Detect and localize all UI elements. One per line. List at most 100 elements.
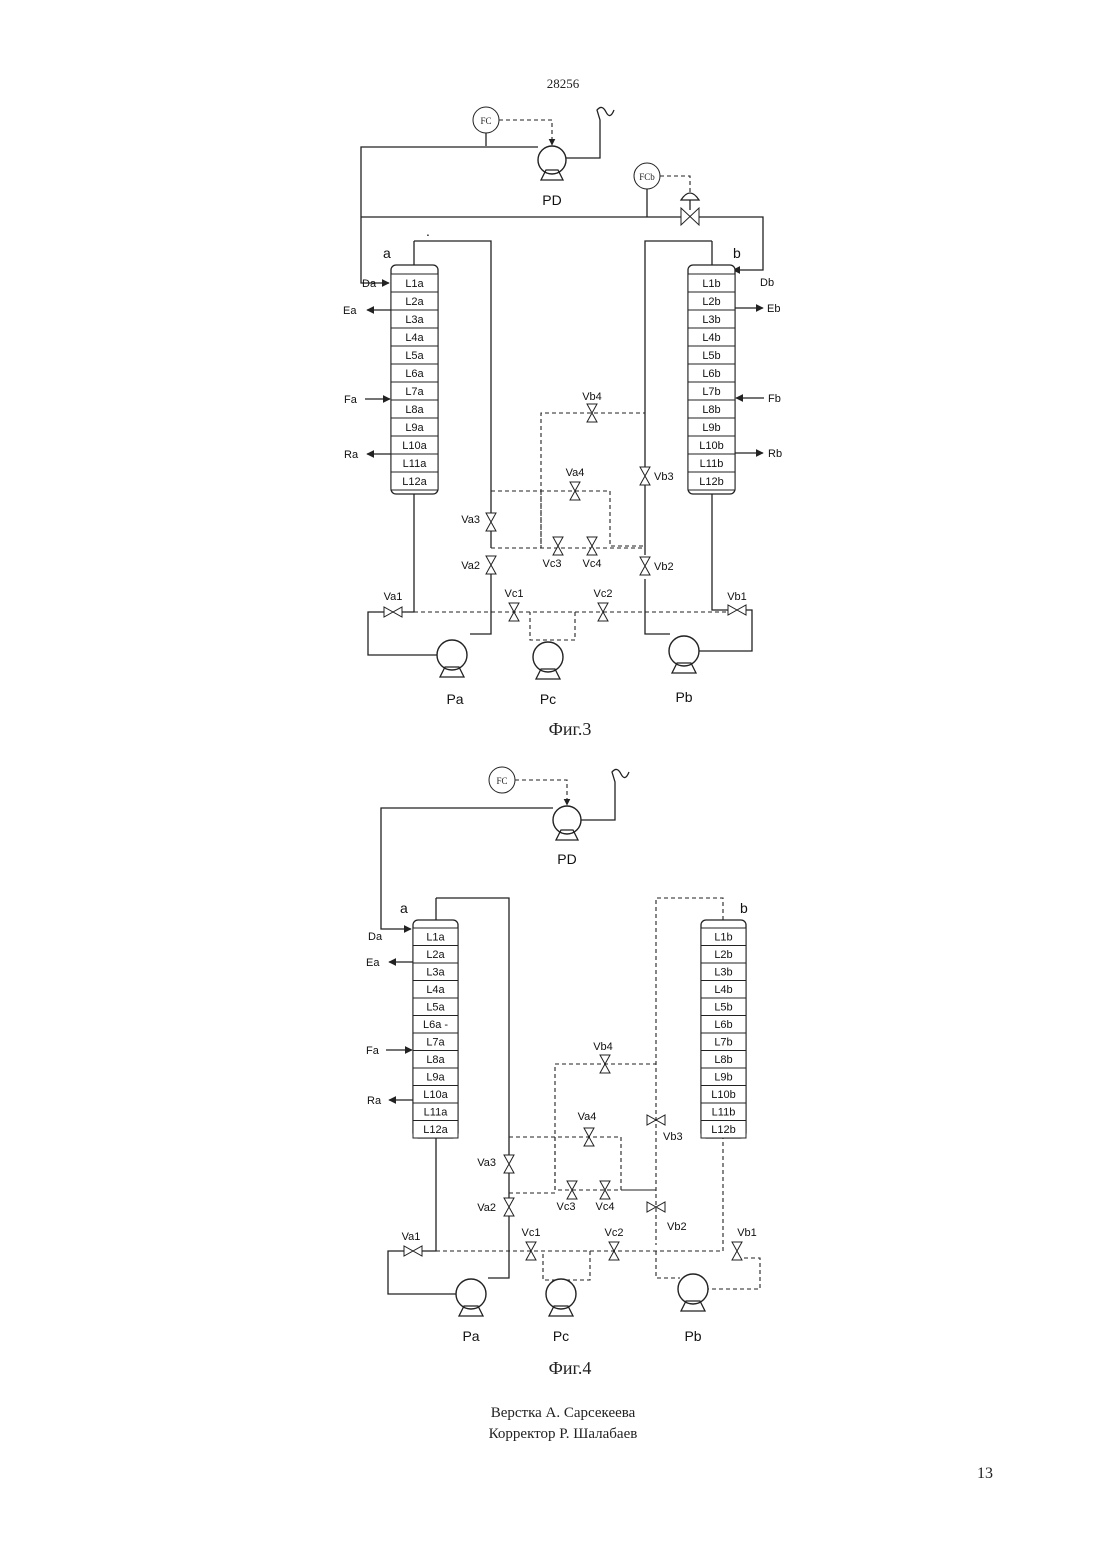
fig3-column-a-tray-label: L3a — [405, 314, 424, 326]
fig4-valve-va3-label: Va3 — [477, 1157, 496, 1169]
fig4-column-a-tray-label: L6a - — [423, 1019, 448, 1031]
fig3-valve-vb1-label: Vb1 — [727, 591, 747, 603]
fig3-valve-va1-label: Va1 — [384, 591, 403, 603]
fig3-valve-vc4-label: Vc4 — [583, 558, 602, 570]
fig4-column-a-tray-label: L11a — [424, 1107, 449, 1119]
fig3-stream-eb: Eb — [767, 303, 780, 315]
fig4-valve-vc3-label: Vc3 — [557, 1201, 576, 1213]
fig3-column-a-tray-label: L5a — [405, 350, 424, 362]
fig4-column-b-tray-label: L12b — [711, 1124, 735, 1136]
fig3-column-a-tray-label: L6a — [405, 368, 424, 380]
fig3-control-valve — [681, 208, 699, 225]
fig4-valve-vc4-label: Vc4 — [596, 1201, 615, 1213]
fig3-column-a-tray-label: L7a — [405, 386, 424, 398]
fig3-pump-pd-label: PD — [542, 192, 561, 208]
fig4-valve-vb2-label: Vb2 — [667, 1221, 687, 1233]
fig4-pump-pc-label: Pc — [553, 1328, 569, 1344]
fig3-valve-vb1 — [728, 605, 746, 615]
fig3-fcb-label: FCb — [639, 172, 655, 182]
figure-4: FC PD a L1aL2aL3aL4aL5aL6a -L7aL8aL9aL10… — [366, 767, 760, 1378]
fig3-column-b-tray-label: L4b — [702, 332, 720, 344]
fig3-column-a-tray-label: L2a — [405, 296, 424, 308]
fig3-pump-pb-label: Pb — [675, 689, 692, 705]
fig3-column-b-tray-label: L11b — [700, 458, 724, 470]
fig4-column-a-tray-label: L1a — [426, 932, 445, 944]
fig4-valve-va1-label: Va1 — [402, 1231, 421, 1243]
fig4-column-a-tray-label: L2a — [426, 949, 445, 961]
fig4-column-a-label: a — [400, 900, 408, 916]
page-header-number: 28256 — [547, 76, 580, 91]
fig4-stream-da: Da — [368, 931, 383, 943]
fig4-valve-vb3 — [647, 1115, 665, 1125]
svg-text:.: . — [426, 223, 430, 239]
fig4-stream-ea: Ea — [366, 957, 380, 969]
fig3-stream-da: Da — [362, 278, 377, 290]
fig3-pump-pa-label: Pa — [446, 691, 463, 707]
fig4-column-b-tray-label: L5b — [714, 1002, 732, 1014]
fig3-valve-vb3-label: Vb3 — [654, 471, 674, 483]
fig4-column-b-tray-label: L7b — [714, 1037, 732, 1049]
credit-layout: Верстка А. Сарсекеева — [491, 1405, 636, 1421]
fig4-caption: Фиг.4 — [549, 1358, 592, 1378]
fig3-column-b-label: b — [733, 245, 741, 261]
fig3-valve-vb3 — [640, 467, 650, 485]
fig4-fc-label: FC — [496, 776, 507, 786]
fig3-caption: Фиг.3 — [549, 719, 592, 739]
fig3-stream-fb: Fb — [768, 393, 781, 405]
fig3-column-a-label: a — [383, 245, 391, 261]
fig3-valve-va2-label: Va2 — [461, 560, 480, 572]
fig4-stream-ra: Ra — [367, 1095, 382, 1107]
fig4-column-a-tray-label: L9a — [426, 1072, 445, 1084]
fig4-valve-va4 — [584, 1128, 594, 1146]
fig4-column-b-tray-label: L9b — [714, 1072, 732, 1084]
fig4-pump-pc — [546, 1279, 576, 1309]
fig3-valve-va1 — [384, 607, 402, 617]
fig4-valve-va3 — [504, 1155, 514, 1173]
fig4-valve-va2-label: Va2 — [477, 1202, 496, 1214]
fig3-pump-pc — [533, 642, 563, 672]
fig3-valve-vc2-label: Vc2 — [594, 588, 613, 600]
fig3-valve-vc3-label: Vc3 — [543, 558, 562, 570]
fig4-column-b-tray-label: L8b — [714, 1054, 732, 1066]
fig4-stream-fa: Fa — [366, 1045, 380, 1057]
fig4-pump-pb — [678, 1274, 708, 1304]
fig4-valve-vc2-label: Vc2 — [605, 1227, 624, 1239]
fig4-column-b-tray-label: L2b — [714, 949, 732, 961]
fig3-valve-va3 — [486, 513, 496, 531]
fig3-fc-label: FC — [480, 116, 491, 126]
fig3-column-a-tray-label: L11a — [403, 458, 428, 470]
fig3-column-b-tray-label: L7b — [702, 386, 720, 398]
fig3-valve-vc1 — [509, 603, 519, 621]
fig4-column-a-tray-label: L5a — [426, 1002, 445, 1014]
fig4-column-a-tray-label: L4a — [426, 984, 445, 996]
fig3-column-b-tray-label: L8b — [702, 404, 720, 416]
page-number: 13 — [977, 1465, 993, 1482]
fig3-column-b-tray-label: L3b — [702, 314, 720, 326]
fig3-column-a-tray-label: L1a — [405, 278, 424, 290]
fig3-column-a-tray-label: L9a — [405, 422, 424, 434]
fig3-column-b-tray-label: L5b — [702, 350, 720, 362]
fig4-column-b-tray-label: L6b — [714, 1019, 732, 1031]
fig4-pump-pd-label: PD — [557, 851, 576, 867]
fig3-valve-va2 — [486, 556, 496, 574]
fig4-valve-va2 — [504, 1198, 514, 1216]
fig3-valve-vb4-label: Vb4 — [582, 391, 602, 403]
fig3-stream-db: Db — [760, 277, 774, 289]
fig4-pump-pb-label: Pb — [684, 1328, 701, 1344]
fig3-valve-va4-label: Va4 — [566, 467, 585, 479]
fig3-column-a-tray-label: L10a — [402, 440, 427, 452]
fig3-valve-vc1-label: Vc1 — [505, 588, 524, 600]
fig4-column-a-tray-label: L7a — [426, 1037, 445, 1049]
fig4-pump-pa-label: Pa — [462, 1328, 479, 1344]
fig3-valve-va3-label: Va3 — [461, 514, 480, 526]
fig3-valve-vc3 — [553, 537, 563, 555]
fig4-valve-va4-label: Va4 — [578, 1111, 597, 1123]
fig4-valve-vb1-label: Vb1 — [737, 1227, 757, 1239]
fig4-column-b-tray-label: L10b — [711, 1089, 735, 1101]
fig4-column-b-tray-label: L11b — [712, 1107, 736, 1119]
fig3-column-a-tray-label: L4a — [405, 332, 424, 344]
fig3-valve-vc4 — [587, 537, 597, 555]
fig3-pump-pa — [437, 640, 467, 670]
fig3-column-b-tray-label: L6b — [702, 368, 720, 380]
